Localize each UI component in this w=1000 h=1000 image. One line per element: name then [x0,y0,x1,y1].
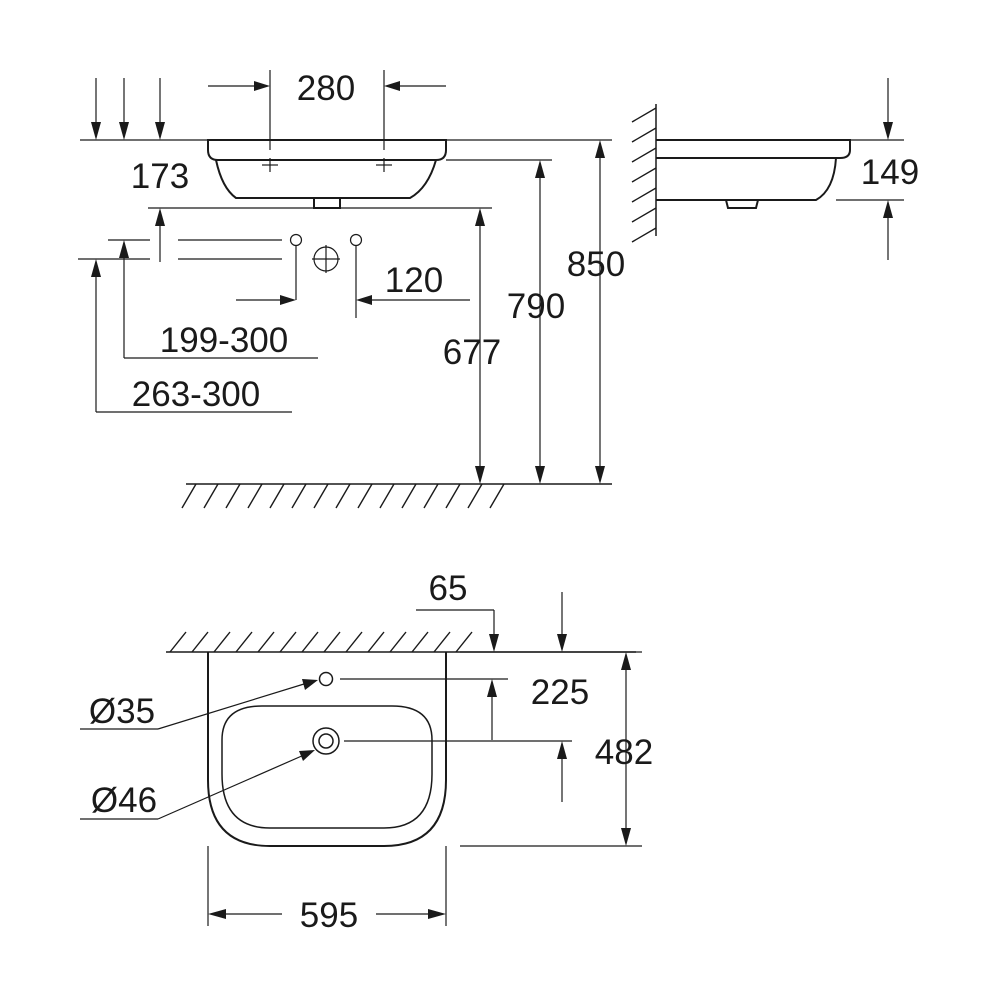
floor-hatch [181,483,612,509]
dimension-263-300-label: 263-300 [132,375,260,414]
dimension-482-label: 482 [595,733,653,772]
dimension-225: 225 [487,673,589,802]
supply-left [289,233,303,300]
dimension-790-label: 790 [507,287,565,326]
dimension-120-label: 120 [385,261,443,300]
basin-side-profile [656,139,851,201]
dimension-595: 595 [207,846,447,935]
drain-connection [312,245,340,273]
leader-diameter-35: Ø35 [80,679,318,731]
dimension-595-label: 595 [300,896,358,935]
dimension-65: 65 [416,569,567,652]
basin-inner-bowl [221,705,433,829]
front-view: 280 173 [78,69,625,509]
wall-hatch [631,104,657,243]
dimension-149: 149 [836,78,919,260]
dimension-65-label: 65 [429,569,468,608]
dimension-263-300: 263-300 [91,259,292,414]
diameter-46-label: Ø46 [91,781,157,820]
dimension-120: 120 [236,261,470,305]
dimension-850: 850 [567,140,625,484]
tap-hole [318,671,334,687]
dimension-173-label: 173 [131,157,189,196]
dimension-677-label: 677 [443,333,501,372]
dimension-280-label: 280 [297,69,355,108]
top-view: 65 225 482 Ø35 Ø46 [80,569,653,935]
drain-stub [313,198,341,209]
tap-hole-right [376,158,392,172]
basin-top-outline [207,652,447,847]
dimension-482: 482 [595,652,653,846]
side-view: 149 [631,78,919,260]
dimension-199-300-label: 199-300 [160,321,288,360]
dimension-677: 677 [443,208,501,484]
dimension-149-label: 149 [861,153,919,192]
tap-hole-left [262,158,278,172]
dimension-850-label: 850 [567,245,625,284]
basin-bowl [215,159,437,199]
dimension-225-label: 225 [531,673,589,712]
dimension-790: 790 [507,160,565,484]
top-left-arrows [91,78,165,140]
side-drain-stub [725,199,759,209]
drain-hole [312,727,340,755]
leader-diameter-46: Ø46 [80,750,315,820]
supply-right [349,233,363,318]
dimension-199-300: 199-300 [119,240,318,360]
basin-rim [207,139,447,161]
dimension-280: 280 [208,69,446,150]
diameter-35-label: Ø35 [89,692,155,731]
bottom-up-arrow [155,208,165,262]
